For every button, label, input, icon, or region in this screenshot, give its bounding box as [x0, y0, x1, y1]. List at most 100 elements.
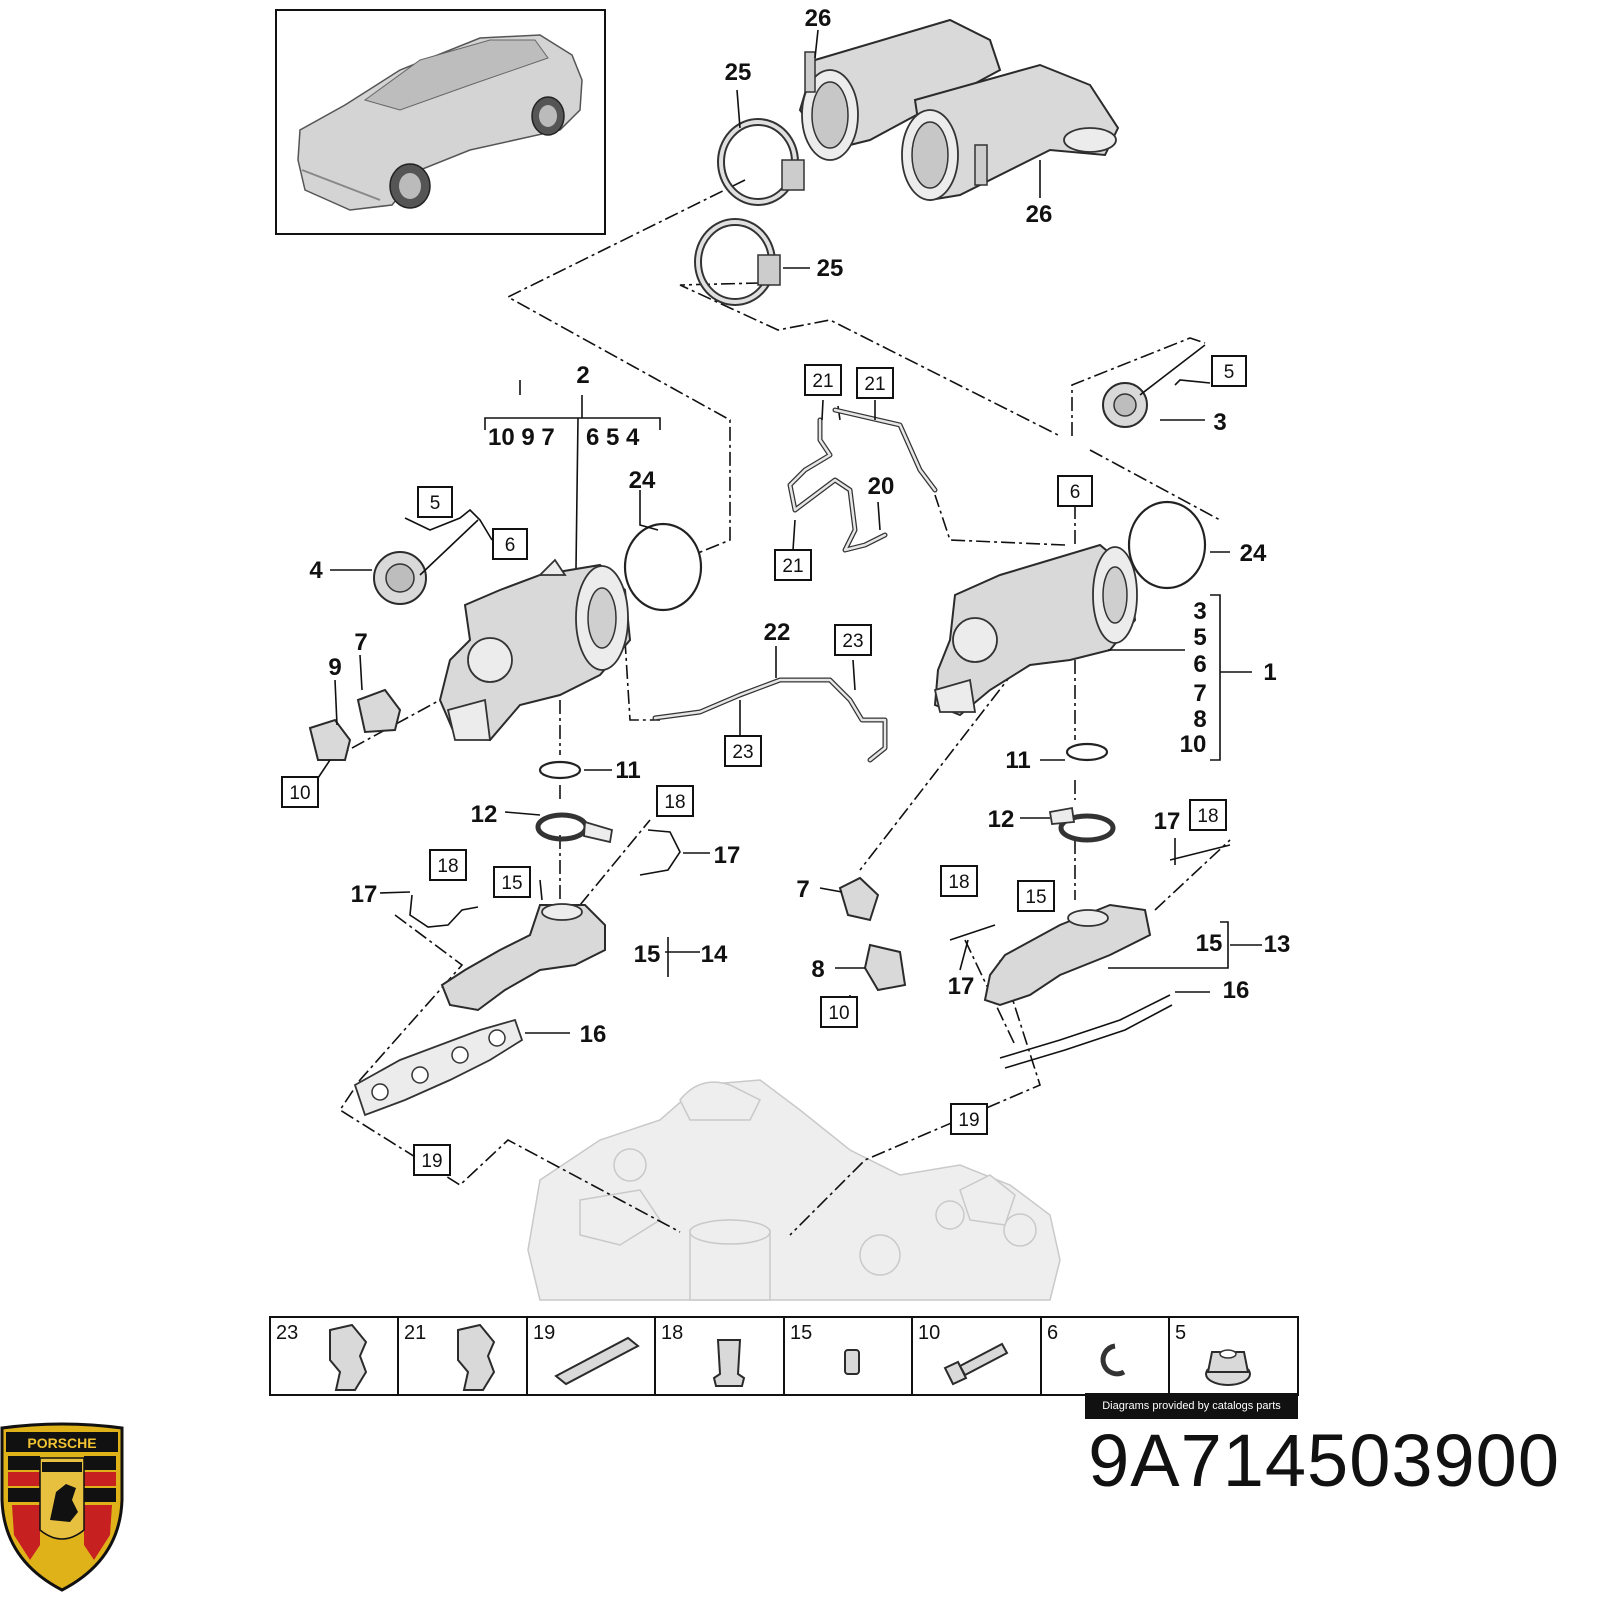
callout-2: 2 [576, 362, 589, 389]
bracket-8 [863, 943, 907, 992]
box-18-right-lower: 18 [940, 865, 978, 897]
svg-text:19: 19 [533, 1322, 555, 1344]
callout-17-right-lower: 17 [948, 973, 975, 1000]
svg-text:10: 10 [289, 783, 310, 804]
engine-block [527, 1079, 1061, 1301]
callout-1: 1 [1263, 659, 1276, 686]
callout-26-lower: 26 [1026, 201, 1053, 228]
svg-text:10: 10 [918, 1322, 940, 1344]
callout-1-item-3: 3 [1193, 598, 1206, 625]
svg-text:18: 18 [1197, 806, 1218, 827]
svg-text:19: 19 [958, 1110, 979, 1131]
svg-text:21: 21 [812, 371, 833, 392]
clip-bracket-icon [457, 1323, 496, 1391]
callout-16-left: 16 [580, 1021, 607, 1048]
svg-text:5: 5 [430, 493, 441, 514]
fastener-table: 23 21 19 18 15 10 6 5 [269, 1316, 1299, 1396]
callout-11-right: 11 [1005, 747, 1030, 774]
callout-17-upper: 17 [714, 842, 741, 869]
svg-text:15: 15 [1025, 887, 1046, 908]
sleeve-icon [844, 1349, 860, 1375]
svg-text:5: 5 [1224, 362, 1235, 383]
svg-text:18: 18 [664, 792, 685, 813]
box-15-left: 15 [493, 866, 531, 898]
callout-17-left: 17 [351, 881, 378, 908]
diagram-credit: Diagrams provided by catalogs parts [1085, 1393, 1298, 1419]
svg-text:23: 23 [276, 1322, 298, 1344]
callout-1-item-7: 7 [1193, 680, 1206, 707]
fastener-cell-5: 5 [1175, 1322, 1251, 1386]
v-band-clamp-upper [717, 118, 805, 206]
fastener-cell-6: 6 [1047, 1322, 1126, 1377]
callout-25-lower: 25 [817, 255, 844, 282]
dowel-pin-icon [554, 1336, 640, 1386]
callout-7-right: 7 [796, 876, 809, 903]
callout-1-item-10: 10 [1180, 731, 1207, 758]
gasket-17-right-lower [949, 924, 996, 941]
catalytic-converter-upper [798, 18, 1002, 161]
svg-text:21: 21 [782, 556, 803, 577]
clamp-left [535, 812, 614, 844]
fastener-cell-19: 19 [533, 1322, 640, 1386]
vacuum-control-valve-9 [308, 718, 352, 761]
callout-22: 22 [764, 619, 791, 646]
callout-12-left: 12 [471, 801, 498, 828]
box-6-left: 6 [492, 528, 528, 560]
callout-13: 13 [1264, 931, 1291, 958]
callout-10-9-7: 10 9 7 [488, 424, 555, 451]
svg-text:18: 18 [661, 1322, 683, 1344]
wastegate-actuator-left [373, 519, 479, 605]
svg-text:23: 23 [842, 631, 863, 652]
svg-text:PORSCHE: PORSCHE [27, 1435, 96, 1451]
callout-20: 20 [868, 473, 895, 500]
callout-leaders [317, 29, 1262, 1034]
callout-9: 9 [328, 654, 341, 681]
manifold-gasket-right [999, 994, 1173, 1069]
svg-text:15: 15 [501, 873, 522, 894]
callout-15-left: 15 [634, 941, 661, 968]
lambda-sensor-line-22 [652, 677, 888, 763]
box-10-left: 10 [281, 776, 319, 808]
box-21-b: 21 [856, 367, 894, 399]
callout-3: 3 [1213, 409, 1226, 436]
fastener-cell-23: 23 [276, 1322, 368, 1391]
callout-15-right: 15 [1196, 930, 1223, 957]
seal-ring-right [1065, 742, 1109, 762]
svg-text:6: 6 [1070, 482, 1081, 503]
callout-24-right: 24 [1240, 540, 1267, 567]
callout-8: 8 [811, 956, 824, 983]
callout-1-item-5: 5 [1193, 624, 1206, 651]
box-21-a: 21 [804, 364, 842, 396]
callout-numbers: 2 10 9 7 6 5 4 24 4 7 9 11 12 17 17 15 1… [309, 5, 1290, 1048]
box-5-left: 5 [417, 486, 453, 518]
callout-24-left: 24 [629, 467, 656, 494]
svg-text:23: 23 [732, 742, 753, 763]
turbo-outlet-gasket-left [623, 522, 703, 612]
gasket-17-right [1169, 844, 1231, 861]
svg-text:18: 18 [948, 872, 969, 893]
box-15-right: 15 [1017, 880, 1055, 912]
callout-14: 14 [701, 941, 728, 968]
svg-text:15: 15 [790, 1322, 812, 1344]
gasket-17-left [409, 894, 479, 928]
box-18-left: 18 [429, 849, 467, 881]
box-18-upper: 18 [656, 785, 694, 817]
callout-16-right: 16 [1223, 977, 1250, 1004]
callout-6-5-4: 6 5 4 [586, 424, 640, 451]
catalytic-converter-lower [901, 63, 1120, 202]
callout-26-upper: 26 [805, 5, 832, 32]
pressure-sensor-7 [838, 876, 880, 922]
v-band-clamp-lower [694, 218, 781, 306]
box-10-right: 10 [820, 996, 858, 1028]
fastener-cell-18: 18 [661, 1322, 746, 1387]
svg-text:18: 18 [437, 856, 458, 877]
flange-nut-icon [1205, 1349, 1251, 1386]
vacuum-control-valve-7 [356, 688, 402, 734]
turbocharger-right [933, 543, 1138, 717]
callout-7-left: 7 [354, 629, 367, 656]
turbocharger-left [438, 558, 632, 742]
seal-ring-left [538, 760, 582, 780]
clip-bracket-icon [329, 1323, 368, 1391]
box-23-a: 23 [834, 624, 872, 656]
boxed-callouts: 5 6 10 18 18 15 19 21 21 21 23 23 5 6 10… [281, 355, 1247, 1176]
